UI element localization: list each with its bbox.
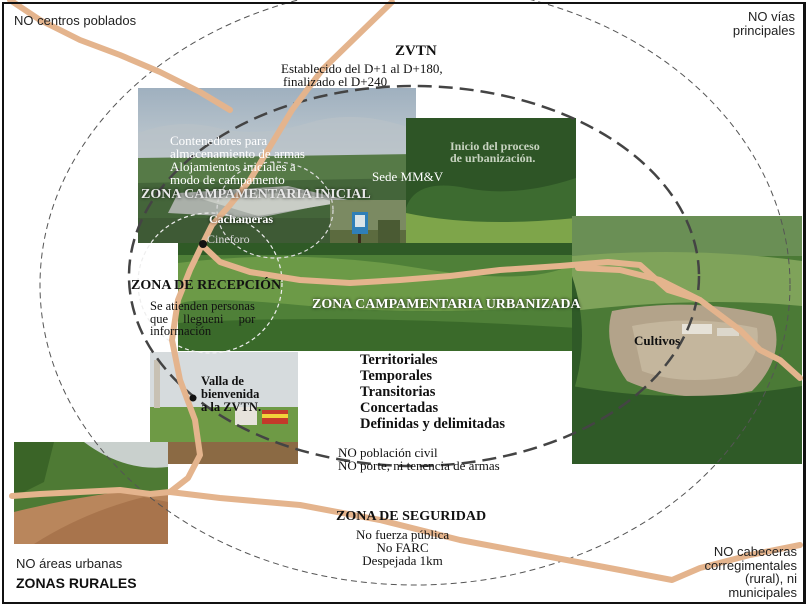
label-inicio-urbanizacion-line-2: de urbanización. <box>450 151 536 165</box>
label-recepcion-line-3: información <box>150 324 212 338</box>
restriction-porte-armas: NO porte, ni tenencia de armas <box>338 458 500 473</box>
label-contenedores-notes: Contenedores para almacenamiento de arma… <box>170 134 305 186</box>
label-inicio-urbanizacion-line-1: Inicio del proceso <box>450 139 540 153</box>
zvtn-boundary-ellipse <box>127 84 701 468</box>
road-southeast <box>167 489 803 583</box>
label-zvtn-line-2: finalizado el D+240 <box>283 74 388 89</box>
valla-dot <box>189 394 197 402</box>
label-zona-campamentaria-urbanizada: ZONA CAMPAMENTARIA URBANIZADA <box>312 297 581 312</box>
photo-valla-art <box>150 352 298 464</box>
label-no-vias-principales: NO vías principales <box>732 9 795 39</box>
label-no-areas-urbanas: NO áreas urbanas <box>16 556 123 571</box>
cachameras-circle <box>216 161 334 259</box>
label-zonas-rurales: ZONAS RURALES <box>16 575 137 591</box>
label-cultivos: Cultivos <box>634 333 681 348</box>
label-no-cabeceras-line-4: municipales <box>728 584 797 600</box>
label-recepcion-line-1: Se atienden personas <box>150 299 255 313</box>
label-cachameras: Cachameras <box>209 212 273 226</box>
road-north <box>199 0 395 248</box>
feature-definidas: Definidas y delimitadas <box>360 416 506 432</box>
label-seguridad-line-3: Despejada 1km <box>362 553 443 568</box>
restriction-poblacion-civil: NO población civil <box>338 445 438 460</box>
label-no-vias-line-1: NO vías <box>748 9 795 24</box>
label-sede-mmv: Sede MM&V <box>372 169 444 184</box>
label-seguridad-line-1: No fuerza pública <box>356 527 450 542</box>
label-zvtn-title: ZVTN <box>395 43 437 59</box>
photo-zona-urbanizada-art <box>178 243 578 351</box>
label-no-centros-poblados: NO centros poblados <box>14 13 137 28</box>
label-valla-line-2: bienvenida <box>201 387 260 402</box>
cineforo-dot <box>199 240 207 248</box>
label-zvtn-line-1: Establecido del D+1 al D+180, <box>281 61 443 76</box>
road-south <box>9 242 205 499</box>
label-recepcion-line-2: que llegueni por <box>150 311 256 326</box>
feature-territoriales: Territoriales <box>360 352 438 368</box>
label-zona-campamentaria-inicial: ZONA CAMPAMENTARIA INICIAL <box>141 187 371 202</box>
label-contenedores-line-1: Contenedores para <box>170 133 268 148</box>
label-valla-line-1: Valla de <box>201 374 244 388</box>
photo-zona-urbanizada <box>178 243 578 351</box>
feature-temporales: Temporales <box>360 368 432 384</box>
label-inicio-urbanizacion: Inicio del proceso de urbanización. <box>450 140 540 164</box>
label-no-cabeceras-line-1: NO cabeceras <box>713 544 797 559</box>
feature-transitorias: Transitorias <box>360 384 436 400</box>
label-seguridad-description: No fuerza pública No FARC Despejada 1km <box>356 528 449 567</box>
label-recepcion-description: Se atienden personas que llegueni por in… <box>150 300 255 338</box>
label-contenedores-line-2: almacenamiento de armas <box>170 146 305 161</box>
outer-boundary-ellipse <box>39 0 791 586</box>
photo-valla <box>150 352 298 464</box>
label-no-cabeceras-line-3: (rural), ni <box>744 571 797 587</box>
label-contenedores-line-4: modo de campamento <box>170 172 285 187</box>
feature-concertadas: Concertadas <box>360 400 439 416</box>
label-cineforo: Cineforo <box>207 232 250 246</box>
label-no-cabeceras-line-2: corregimentales <box>704 557 798 573</box>
label-contenedores-line-3: Alojamientos iniciales a <box>170 159 296 174</box>
restrictions-list: NO población civil NO porte, ni tenencia… <box>338 446 500 472</box>
recepcion-circle <box>137 212 283 354</box>
label-no-cabeceras: NO cabeceras corregimentales (rural), ni… <box>705 545 798 600</box>
label-no-vias-line-2: principales <box>732 23 795 39</box>
label-valla-line-3: a la ZVTN. <box>201 400 262 415</box>
road-east <box>575 265 703 303</box>
label-zona-recepcion: ZONA DE RECEPCIÓN <box>131 278 282 293</box>
label-zona-seguridad: ZONA DE SEGURIDAD <box>336 509 487 524</box>
label-seguridad-line-2: No FARC <box>376 540 429 555</box>
roads <box>7 0 803 583</box>
road-center <box>199 242 803 381</box>
label-valla-bienvenida: Valla de bienvenida a la ZVTN. <box>201 374 262 415</box>
feature-list: Territoriales Temporales Transitorias Co… <box>360 352 505 432</box>
road-northwest <box>7 0 233 113</box>
label-zvtn-description: Establecido del D+1 al D+180, finalizado… <box>281 62 443 88</box>
